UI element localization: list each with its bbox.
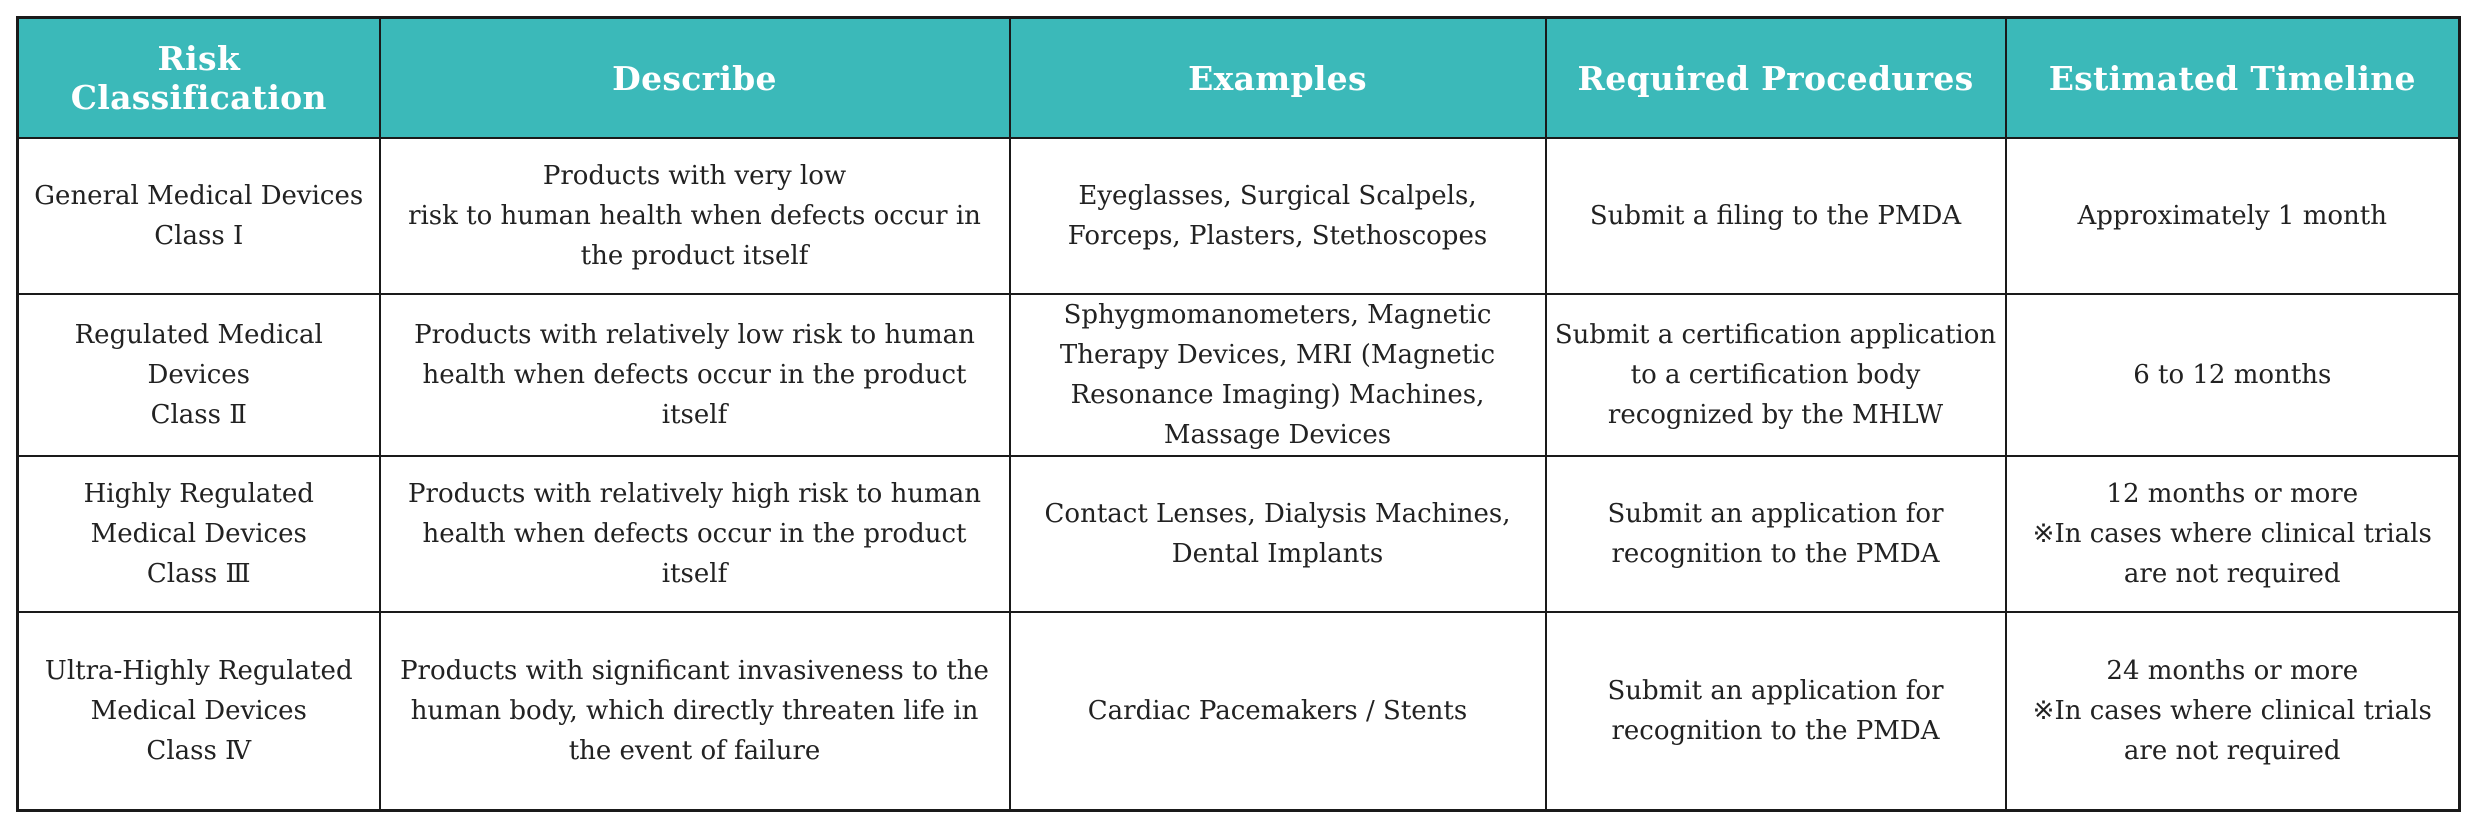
- cell-procedures: Submit a filing to the PMDA: [1544, 137, 2007, 295]
- cell-classification: General Medical Devices Class Ⅰ: [16, 137, 381, 295]
- cell-classification: Ultra-Highly Regulated Medical Devices C…: [16, 611, 381, 812]
- cell-timeline: 6 to 12 months: [2004, 293, 2461, 457]
- cell-timeline: 24 months or more ※In cases where clinic…: [2004, 611, 2461, 812]
- cell-timeline: Approximately 1 month: [2004, 137, 2461, 295]
- table-row-class-3: Highly Regulated Medical Devices Class Ⅲ…: [16, 455, 2461, 613]
- cell-classification: Regulated Medical Devices Class Ⅱ: [16, 293, 381, 457]
- table-header: Risk Classification Describe Examples Re…: [16, 16, 2461, 139]
- header-examples: Examples: [1008, 16, 1547, 139]
- cell-procedures: Submit an application for recognition to…: [1544, 611, 2007, 812]
- header-risk-classification: Risk Classification: [16, 16, 381, 139]
- header-row: Risk Classification Describe Examples Re…: [16, 16, 2461, 139]
- header-required-procedures: Required Procedures: [1544, 16, 2007, 139]
- header-estimated-timeline: Estimated Timeline: [2004, 16, 2461, 139]
- cell-describe: Products with very low risk to human hea…: [378, 137, 1011, 295]
- cell-examples: Cardiac Pacemakers / Stents: [1008, 611, 1547, 812]
- cell-procedures: Submit an application for recognition to…: [1544, 455, 2007, 613]
- cell-examples: Sphygmomanometers, Magnetic Therapy Devi…: [1008, 293, 1547, 457]
- cell-timeline: 12 months or more ※In cases where clinic…: [2004, 455, 2461, 613]
- cell-describe: Products with significant invasiveness t…: [378, 611, 1011, 812]
- table-row-class-2: Regulated Medical Devices Class Ⅱ Produc…: [16, 293, 2461, 457]
- table-row-class-4: Ultra-Highly Regulated Medical Devices C…: [16, 611, 2461, 812]
- table-row-class-1: General Medical Devices Class Ⅰ Products…: [16, 137, 2461, 295]
- cell-procedures: Submit a certification application to a …: [1544, 293, 2007, 457]
- risk-classification-table: Risk Classification Describe Examples Re…: [16, 16, 2461, 812]
- cell-examples: Eyeglasses, Surgical Scalpels, Forceps, …: [1008, 137, 1547, 295]
- cell-examples: Contact Lenses, Dialysis Machines, Denta…: [1008, 455, 1547, 613]
- cell-describe: Products with relatively low risk to hum…: [378, 293, 1011, 457]
- table-body: General Medical Devices Class Ⅰ Products…: [16, 137, 2461, 812]
- cell-classification: Highly Regulated Medical Devices Class Ⅲ: [16, 455, 381, 613]
- cell-describe: Products with relatively high risk to hu…: [378, 455, 1011, 613]
- header-describe: Describe: [378, 16, 1011, 139]
